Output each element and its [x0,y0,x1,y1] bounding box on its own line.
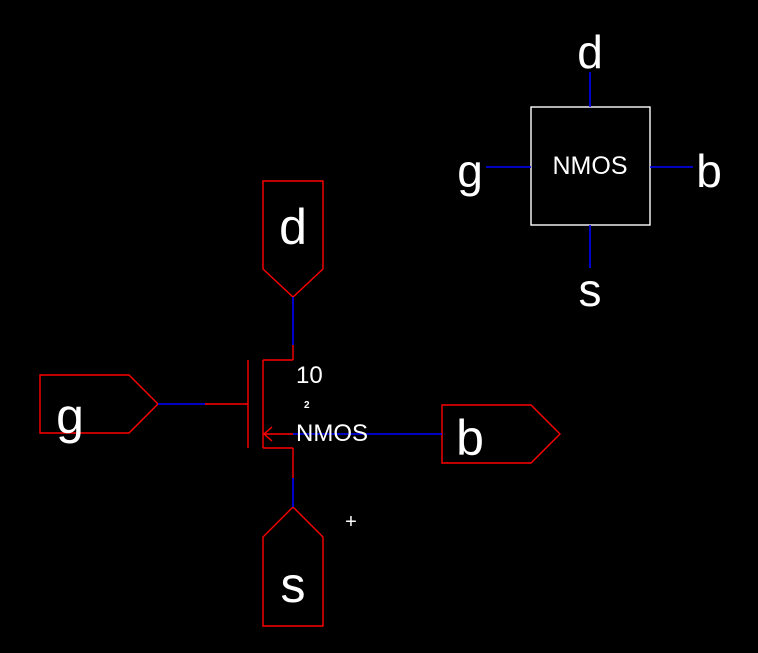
pin-d[interactable]: d [262,180,324,298]
pin-d-label: d [279,199,307,255]
symbol-pin-b-label: b [696,145,722,197]
pin-b-shape [441,404,561,464]
param-small-label: 2 [304,400,310,411]
pin-s-shape [262,506,324,627]
cursor-crosshair-icon: + [345,511,357,533]
symbol-pin-s-label: s [579,264,602,316]
pin-g-label: g [56,388,84,444]
pin-g[interactable]: g [39,374,159,444]
pin-g-shape [39,374,159,434]
symbol-pin-d-label: d [577,26,603,78]
symbol-pin-g-label: g [457,145,483,197]
symbol-box-label: NMOS [553,152,628,180]
model-label: NMOS [296,420,368,447]
body-arrow-icon [262,426,273,442]
schematic-view: d g b s [39,180,561,627]
symbol-view: NMOS d g b s [457,26,722,316]
param-top-label: 10 [296,362,323,389]
pin-b-label: b [456,410,484,466]
pin-d-shape [262,180,324,298]
nmos-transistor[interactable] [205,345,294,478]
pin-s[interactable]: s [262,506,324,627]
pin-s-label: s [281,557,306,613]
pin-b[interactable]: b [441,404,561,466]
